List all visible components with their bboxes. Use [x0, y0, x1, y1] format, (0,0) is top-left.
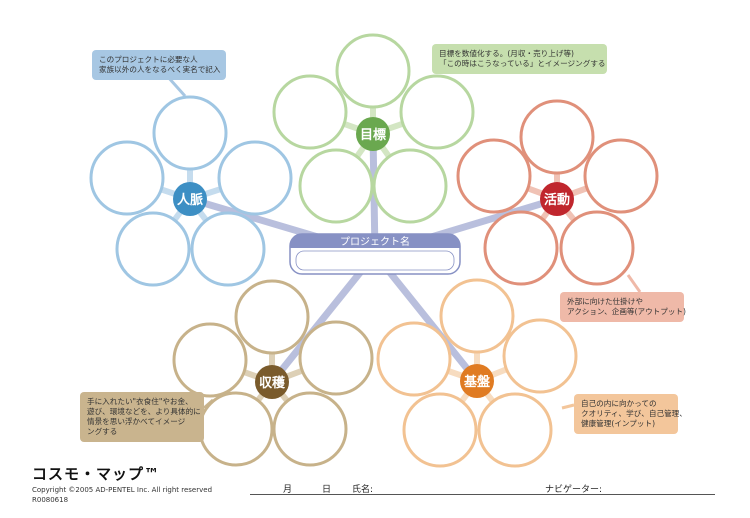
idea-circle-activity-3[interactable] [583, 138, 659, 214]
signature-line [250, 494, 715, 495]
idea-circle-harvest-4[interactable] [198, 391, 274, 467]
callout-activity-line-2: アクション、企画等(アウトプット) [567, 307, 686, 316]
idea-circle-activity-5[interactable] [559, 210, 635, 286]
callout-target-line-1: 目標を数値化する。(月収・売り上げ等) [439, 49, 575, 58]
callout-activity-line-1: 外部に向けた仕掛けや [567, 297, 643, 306]
hub-activity [540, 182, 574, 216]
idea-circle-base-4[interactable] [402, 392, 478, 468]
hub-base [460, 364, 494, 398]
navigator-label: ナビゲーター: [545, 485, 603, 495]
main-spoke-harvest [268, 250, 379, 386]
idea-circle-harvest-5[interactable] [272, 391, 348, 467]
hub-label-network: 人脈 [177, 192, 203, 208]
idea-circle-base-2[interactable] [376, 321, 452, 397]
idea-circle-activity-2[interactable] [456, 138, 532, 214]
callout-activity: 外部に向けた仕掛けや アクション、企画等(アウトプット) [560, 292, 686, 322]
idea-circle-activity-1[interactable] [519, 99, 595, 175]
callout-base: 自己の内に向かっての クオリティ、学び、自己管理、 健康管理(インプット) [574, 394, 687, 434]
hub-label-base: 基盤 [463, 374, 491, 390]
idea-circle-network-3[interactable] [217, 140, 293, 216]
month-label: 月 [283, 485, 293, 495]
callout-target: 目標を数値化する。(月収・売り上げ等) 「この時はこうなっている」とイメージング… [432, 44, 607, 74]
idea-circle-network-4[interactable] [115, 211, 191, 287]
idea-circle-harvest-1[interactable] [234, 279, 310, 355]
idea-circle-target-2[interactable] [272, 74, 348, 150]
cluster-base: 基盤 [376, 278, 578, 468]
callout-base-line-1: 自己の内に向かっての [581, 399, 657, 408]
callout-base-line-2: クオリティ、学び、自己管理、 [581, 409, 687, 418]
idea-circle-network-2[interactable] [89, 140, 165, 216]
idea-circle-network-1[interactable] [152, 95, 228, 171]
callout-harvest: 手に入れたい"衣食住"やお金、 遊び、環境などを、より具体的に 情景を思い浮かべ… [80, 392, 204, 442]
cluster-network: 人脈 [89, 75, 293, 287]
project-header-bar [290, 234, 460, 248]
hub-label-target: 目標 [360, 127, 386, 143]
callout-target-line-2: 「この時はこうなっている」とイメージングする [439, 59, 606, 68]
callout-harvest-line-1: 手に入れたい"衣食住"やお金、 [87, 397, 193, 406]
callout-pointer-activity [626, 274, 642, 293]
callout-harvest-line-2: 遊び、環境などを、より具体的に [87, 407, 201, 416]
idea-circle-base-3[interactable] [502, 318, 578, 394]
day-label: 日 [322, 485, 332, 495]
product-code: R0080618 [32, 496, 69, 504]
project-label: プロジェクト名 [340, 235, 410, 248]
copyright-text: Copyright ©2005 AD-PENTEL Inc. All right… [32, 486, 213, 494]
hub-label-harvest: 収穫 [259, 375, 286, 391]
idea-circle-target-3[interactable] [399, 74, 475, 150]
idea-circle-base-1[interactable] [439, 278, 515, 354]
idea-circle-target-5[interactable] [372, 148, 448, 224]
callout-harvest-line-3: 情景を思い浮かべてイメージ [87, 417, 186, 426]
idea-circle-activity-4[interactable] [483, 210, 559, 286]
idea-circle-network-5[interactable] [190, 211, 266, 287]
idea-circle-target-4[interactable] [298, 148, 374, 224]
hub-harvest [255, 365, 289, 399]
hub-network [173, 182, 207, 216]
project-box: プロジェクト名 [289, 233, 461, 275]
hub-label-activity: 活動 [544, 192, 570, 208]
idea-circle-base-5[interactable] [477, 392, 553, 468]
brand-title: コスモ・マップ™ [32, 465, 161, 483]
callout-network-line-1: このプロジェクトに必要な人 [99, 55, 198, 64]
callout-network: このプロジェクトに必要な人 家族以外の人をなるべく実名で記入 [92, 50, 226, 80]
cluster-target: 目標 [272, 33, 479, 224]
cluster-activity: 活動 [456, 99, 659, 293]
callout-pointer-network [166, 75, 187, 98]
idea-circle-harvest-2[interactable] [172, 322, 248, 398]
callout-pointer-base [561, 403, 575, 410]
main-spoke-base [371, 250, 481, 385]
name-label: 氏名: [352, 485, 374, 495]
hub-target [356, 117, 390, 151]
idea-circle-harvest-3[interactable] [298, 320, 374, 396]
callout-network-line-2: 家族以外の人をなるべく実名で記入 [99, 65, 221, 74]
project-name-field[interactable] [295, 250, 455, 271]
callout-base-line-3: 健康管理(インプット) [581, 419, 656, 428]
idea-circle-target-1[interactable] [335, 33, 411, 109]
callout-harvest-line-4: ングする [87, 427, 118, 436]
